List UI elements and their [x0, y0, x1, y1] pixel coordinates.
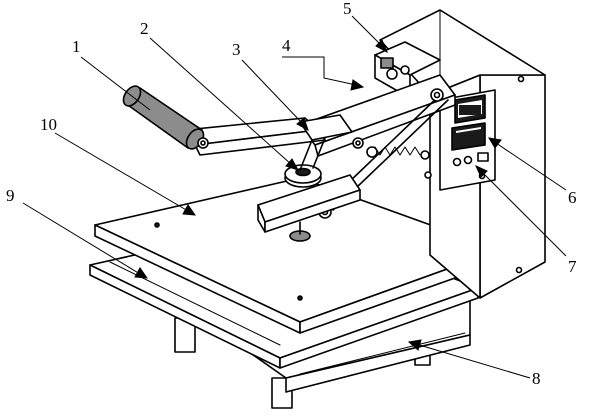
callout-3: 3 [232, 40, 241, 59]
linkage-box [374, 41, 441, 99]
callout-10: 10 [40, 115, 57, 134]
callout-4: 4 [282, 36, 291, 55]
callout-7: 7 [568, 257, 577, 276]
callout-8: 8 [532, 369, 541, 388]
handle-grip [122, 85, 205, 150]
handle-lever [122, 85, 364, 171]
callout-6: 6 [568, 188, 577, 207]
callout-9: 9 [6, 186, 15, 205]
control-button-2 [463, 155, 473, 165]
pressure-head [257, 164, 361, 242]
callout-1: 1 [72, 37, 81, 56]
upper-heat-plate [94, 177, 501, 334]
callout-labels: 1 2 3 4 5 6 7 8 9 10 [6, 0, 577, 388]
callout-5: 5 [343, 0, 352, 18]
callout-2: 2 [140, 19, 149, 38]
leader-lines [22, 15, 567, 379]
control-button-1 [452, 157, 462, 167]
